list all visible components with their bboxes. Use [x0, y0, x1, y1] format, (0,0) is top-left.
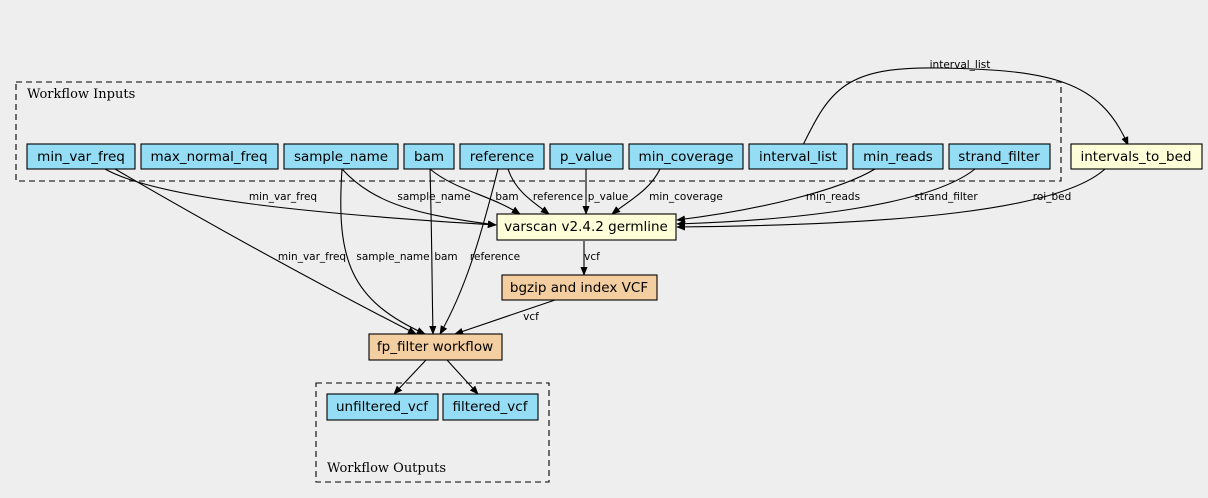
- edge-sample-name-to-fp-filter: [340, 168, 426, 335]
- node-label: bam: [414, 149, 444, 165]
- node-bgzip-index-vcf[interactable]: bgzip and index VCF: [501, 274, 658, 301]
- node-label: unfiltered_vcf: [336, 399, 429, 415]
- node-label: p_value: [560, 149, 612, 165]
- node-label: fp_filter workflow: [377, 339, 493, 355]
- node-min-reads[interactable]: min_reads: [852, 143, 944, 170]
- cluster-workflow-inputs: Workflow Inputs: [15, 81, 1062, 182]
- node-reference[interactable]: reference: [459, 143, 545, 170]
- nodes: min_var_freq max_normal_freq sample_name…: [26, 143, 1203, 421]
- edge-bam-to-fp-filter: [429, 168, 437, 335]
- edge-bam-to-varscan: [429, 168, 521, 215]
- node-sample-name[interactable]: sample_name: [283, 143, 399, 170]
- edge-sample-name-to-varscan: [341, 168, 497, 228]
- edge-strand-filter-to-varscan: [676, 168, 976, 228]
- edge-label-reference: reference: [533, 191, 583, 203]
- node-strand-filter[interactable]: strand_filter: [948, 143, 1051, 170]
- node-label: intervals_to_bed: [1081, 149, 1192, 165]
- edge-label-reference-fp: reference: [470, 251, 520, 263]
- node-label: sample_name: [294, 149, 388, 165]
- edge-interval-list-to-intervals-to-bed: [802, 67, 1129, 146]
- cluster-inputs-label: Workflow Inputs: [27, 87, 135, 102]
- node-intervals-to-bed[interactable]: intervals_to_bed: [1070, 143, 1203, 170]
- edge-label-bam: bam: [495, 191, 518, 203]
- edge-label-vcf-varscan: vcf: [584, 251, 600, 263]
- node-p-value[interactable]: p_value: [549, 143, 624, 170]
- cluster-outputs-label: Workflow Outputs: [327, 461, 446, 476]
- edge-label-min-reads: min_reads: [806, 191, 860, 203]
- edge-label-vcf-bgzip: vcf: [523, 311, 539, 323]
- edge-label-min-var-freq-fp: min_var_freq: [278, 251, 346, 263]
- node-varscan-germline[interactable]: varscan v2.4.2 germline: [496, 213, 677, 241]
- edge-label-strand-filter: strand_filter: [914, 191, 978, 203]
- node-max-normal-freq[interactable]: max_normal_freq: [140, 143, 279, 170]
- node-label: max_normal_freq: [150, 149, 267, 165]
- node-label: bgzip and index VCF: [510, 280, 648, 296]
- node-label: filtered_vcf: [453, 399, 529, 415]
- node-min-var-freq[interactable]: min_var_freq: [26, 143, 136, 170]
- edge-min-reads-to-varscan: [676, 168, 876, 223]
- edge-label-interval-list: interval_list: [930, 59, 991, 71]
- edge-intervals-to-bed-to-varscan: [676, 168, 1106, 231]
- node-unfiltered-vcf[interactable]: unfiltered_vcf: [326, 393, 439, 421]
- edge-label-roi-bed: roi_bed: [1033, 191, 1071, 203]
- node-label: min_reads: [863, 149, 933, 165]
- node-label: reference: [470, 149, 534, 165]
- edge-label-p-value: p_value: [588, 191, 629, 203]
- edge-fp-filter-to-filtered-vcf: [446, 359, 479, 395]
- node-label: varscan v2.4.2 germline: [504, 219, 668, 235]
- edge-min-var-freq-to-fp-filter: [114, 168, 417, 335]
- node-label: min_var_freq: [37, 149, 125, 165]
- node-bam[interactable]: bam: [403, 143, 455, 170]
- node-fp-filter-workflow[interactable]: fp_filter workflow: [368, 333, 503, 361]
- edge-min-var-freq-to-varscan: [104, 168, 497, 229]
- node-filtered-vcf[interactable]: filtered_vcf: [442, 393, 539, 421]
- edges: [104, 67, 1129, 395]
- edge-label-bam-fp: bam: [434, 251, 457, 263]
- edge-label-min-coverage: min_coverage: [649, 191, 723, 203]
- node-min-coverage[interactable]: min_coverage: [628, 143, 744, 170]
- node-interval-list[interactable]: interval_list: [748, 143, 848, 170]
- edge-reference-to-fp-filter: [439, 168, 499, 335]
- edge-fp-filter-to-unfiltered-vcf: [393, 359, 427, 395]
- cluster-workflow-outputs: Workflow Outputs: [315, 382, 550, 483]
- edge-label-sample-name-fp: sample_name: [356, 251, 429, 263]
- edge-reference-to-varscan: [507, 168, 550, 215]
- edge-label-min-var-freq: min_var_freq: [249, 191, 317, 203]
- edge-labels: interval_list min_var_freq sample_name b…: [249, 59, 1071, 323]
- edge-label-sample-name: sample_name: [397, 191, 470, 203]
- edge-bgzip-to-fp-filter: [454, 299, 556, 335]
- node-label: min_coverage: [639, 149, 734, 165]
- node-label: interval_list: [759, 149, 837, 165]
- edge-min-coverage-to-varscan: [611, 168, 661, 215]
- node-label: strand_filter: [958, 149, 1040, 165]
